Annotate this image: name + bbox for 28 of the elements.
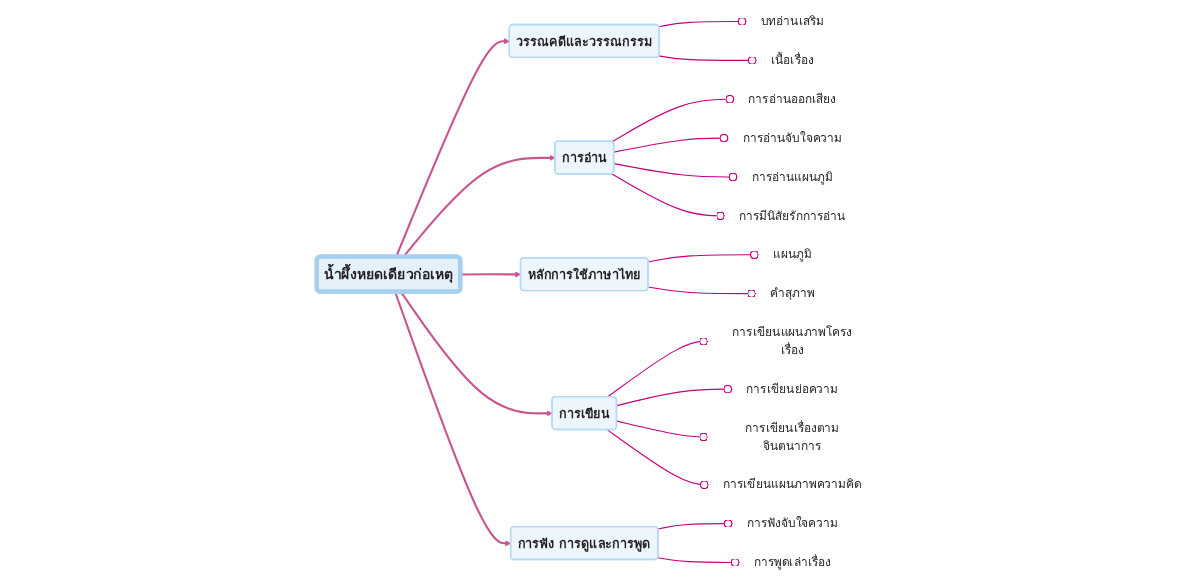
connector [657,519,734,530]
node-text: คำสุภาพ [770,286,815,301]
node-text: การพูดเล่าเรื่อง [753,554,831,569]
node-text: การอ่านออกเสียง [748,91,836,106]
connector [606,336,709,398]
connector [616,384,733,407]
connector [613,133,730,153]
connector [647,286,757,299]
node-text: เนื้อเรื่อง [770,52,814,67]
node-text: การมีนิสัยรักการอ่าน [739,208,846,223]
node-text: การเขียนแผนภาพโครงเรื่อง [732,324,853,357]
node-text: การอ่านจับใจความ [742,130,842,145]
node-text: การเขียนย่อความ [746,381,839,396]
connector [611,173,726,221]
node-text: การฟังจับใจความ [746,516,838,531]
connector [658,17,748,28]
connector [616,420,709,442]
node-text: การเขียนแผนภาพความคิด [722,477,862,492]
connector [613,163,739,182]
node-text: แผนภูมิ [772,247,812,262]
node-text: การอ่านแผนภูมิ [751,169,833,184]
connector [657,557,741,567]
connector [658,55,758,65]
connector [606,429,710,490]
node-text: การเขียนเรื่องตามจินตนาการ [745,420,840,453]
node-text: บทอ่านเสริม [760,14,824,29]
connector [611,94,735,143]
connector [647,250,760,263]
